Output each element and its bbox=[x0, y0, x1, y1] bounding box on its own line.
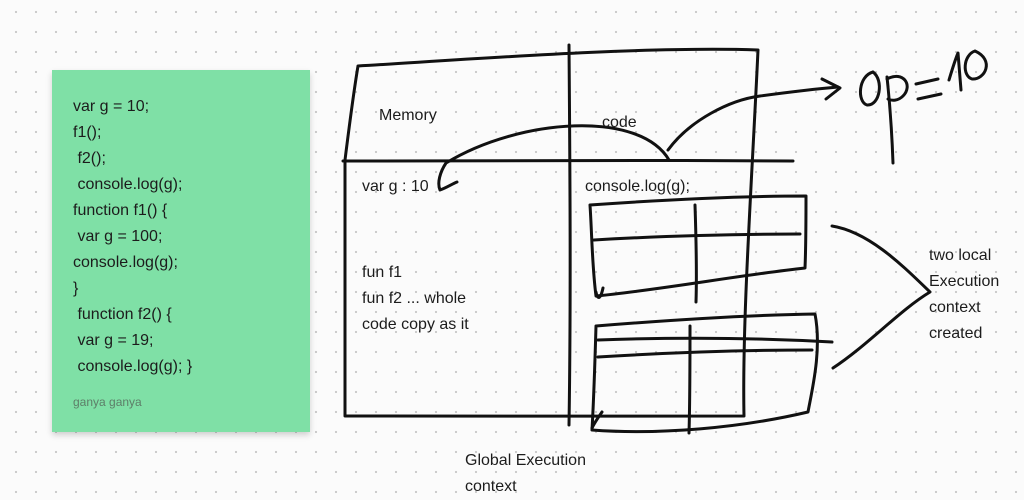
code-line: f2(); bbox=[73, 150, 106, 167]
column-divider bbox=[567, 43, 572, 427]
code-line: var g = 100; bbox=[73, 228, 163, 245]
memory-label: Memory bbox=[379, 107, 437, 124]
global-context-label-line: Global Execution bbox=[465, 452, 586, 469]
local-contexts-label-line: context bbox=[929, 299, 981, 316]
local-context-1 bbox=[588, 194, 808, 298]
code-line: var g = 10; bbox=[73, 98, 150, 115]
local-context-2 bbox=[590, 312, 819, 434]
local-context-2-tail bbox=[590, 410, 604, 430]
global-context-box bbox=[343, 47, 760, 418]
output-annotation-0 bbox=[963, 49, 988, 81]
local-contexts-label-line: two local bbox=[929, 247, 992, 264]
output-arrow bbox=[666, 85, 840, 152]
output-annotation-o bbox=[859, 70, 881, 107]
lookup-arrow bbox=[437, 124, 671, 192]
code-sticky-note[interactable]: var g = 10; f1(); f2(); console.log(g); … bbox=[52, 70, 310, 432]
header-divider bbox=[341, 158, 795, 163]
output-annotation-p bbox=[885, 74, 909, 165]
output-annotation-eq bbox=[914, 77, 943, 101]
memory-entry-g: var g : 10 bbox=[362, 178, 429, 195]
local-contexts-label-line: Execution bbox=[929, 273, 1000, 290]
code-line: console.log(g); bbox=[73, 254, 178, 271]
code-label: code bbox=[602, 114, 637, 131]
memory-functions: fun f1 fun f2 ... whole code copy as it bbox=[362, 260, 469, 338]
output-arrowhead bbox=[820, 77, 842, 101]
local-context-1-divider-h bbox=[592, 232, 802, 242]
code-line: var g = 19; bbox=[73, 332, 154, 349]
global-context-label: Global Execution context bbox=[465, 448, 586, 500]
memory-function-line: fun f1 bbox=[362, 264, 403, 281]
code-line: } bbox=[73, 280, 79, 297]
sticky-author: ganya ganya bbox=[73, 395, 142, 409]
code-line: function f1() { bbox=[73, 202, 168, 219]
memory-function-line: code copy as it bbox=[362, 316, 469, 333]
code-line: function f2() { bbox=[73, 306, 172, 323]
code-line: console.log(g); } bbox=[73, 358, 193, 375]
local-contexts-label-line: created bbox=[929, 325, 983, 342]
code-line: f1(); bbox=[73, 124, 102, 141]
local-context-2-divider-v bbox=[687, 324, 692, 435]
local-context-1-tail bbox=[594, 286, 605, 299]
local-context-2-divider-h2 bbox=[596, 348, 814, 359]
local-contexts-label: two local Execution context created bbox=[929, 243, 999, 347]
local-context-1-divider-v bbox=[693, 203, 698, 304]
code-entry: console.log(g); bbox=[585, 178, 690, 195]
output-annotation-1 bbox=[947, 51, 963, 92]
local-contexts-bracket bbox=[830, 224, 932, 370]
code-line: console.log(g); bbox=[73, 176, 183, 193]
global-context-label-line: context bbox=[465, 478, 517, 495]
local-context-2-divider-h1 bbox=[596, 336, 834, 344]
memory-function-line: fun f2 ... whole bbox=[362, 290, 467, 307]
